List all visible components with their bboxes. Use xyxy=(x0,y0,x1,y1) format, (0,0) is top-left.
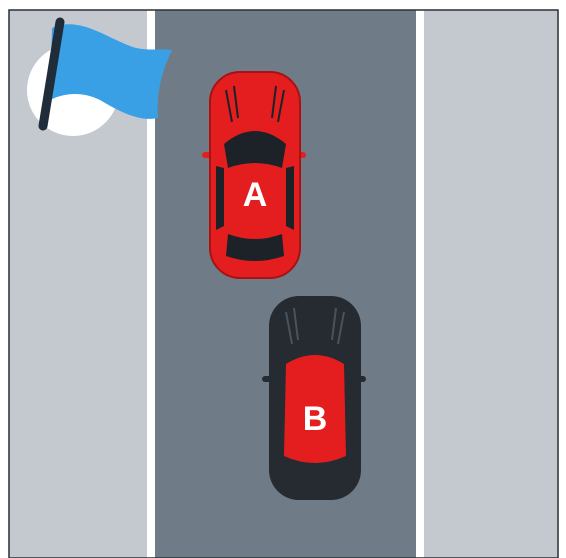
right-curb-line xyxy=(416,10,424,558)
right-sidewalk xyxy=(424,10,558,558)
car-b: B xyxy=(262,296,366,500)
car-a-side-window-right xyxy=(286,166,294,230)
car-a: A xyxy=(202,72,306,278)
car-a-side-window-left xyxy=(216,166,224,230)
car-b-label: B xyxy=(303,400,328,438)
car-a-label: A xyxy=(243,176,268,214)
